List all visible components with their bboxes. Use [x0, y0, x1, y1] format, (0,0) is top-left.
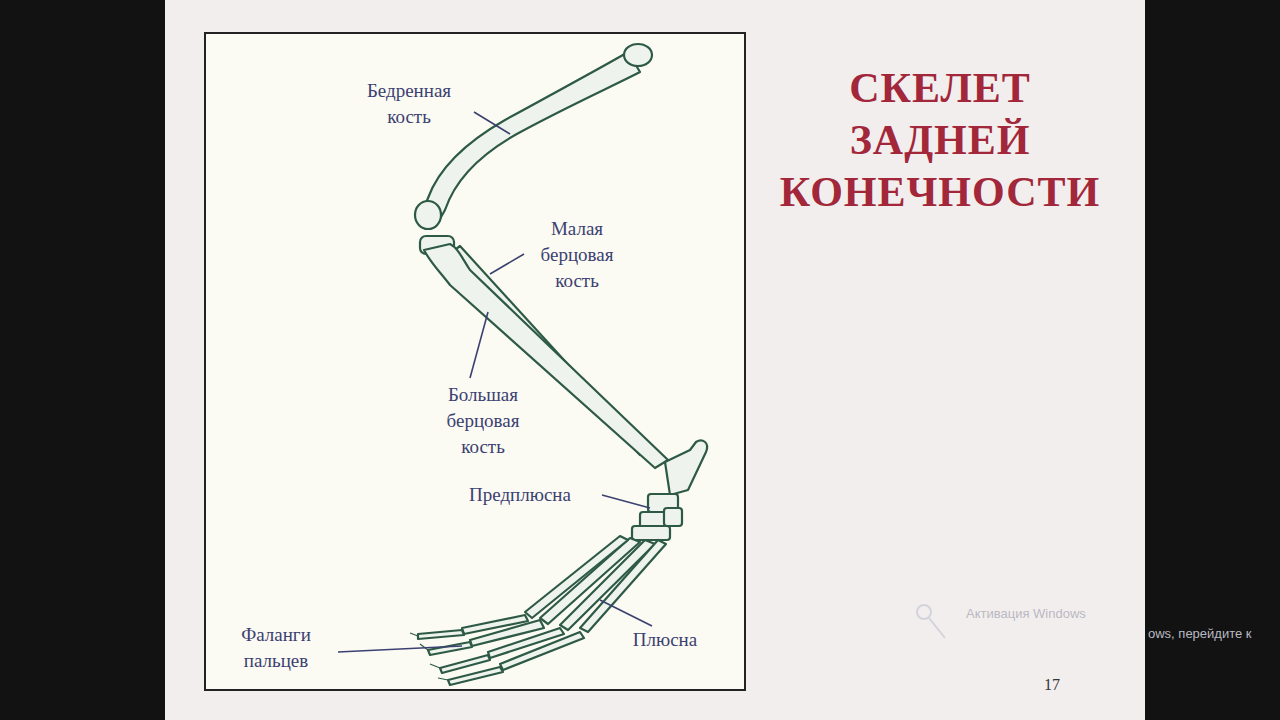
bone-label: Предплюсна: [440, 482, 600, 508]
bone-label: Плюсна: [612, 627, 718, 653]
bone-label: Большая берцовая кость: [430, 382, 536, 460]
bone-label: Фаланги пальцев: [220, 622, 332, 674]
page-number: 17: [1044, 676, 1060, 694]
bone-label: Бедренная кость: [348, 78, 470, 130]
bone-label: Малая берцовая кость: [527, 216, 627, 294]
slide-title: СКЕЛЕТ ЗАДНЕЙ КОНЕЧНОСТИ: [770, 62, 1110, 218]
watermark: ows, перейдите к: [1148, 626, 1252, 641]
watermark: Активация Windows: [966, 606, 1086, 621]
